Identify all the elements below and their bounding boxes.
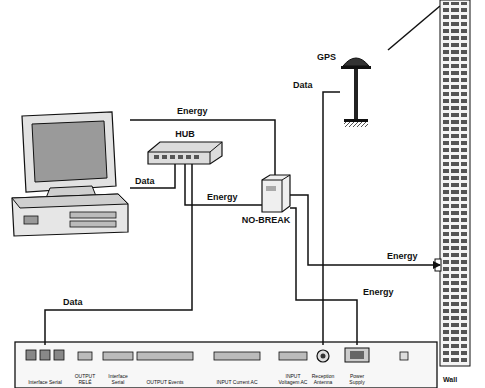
port-label: INPUT Voltagem AC <box>277 373 309 385</box>
ups-box: NO-BREAK <box>262 175 290 212</box>
device-label: NO-BREAK <box>232 215 300 225</box>
port-label: Power Supply <box>343 373 371 385</box>
gps-antenna <box>341 58 371 127</box>
port-label: INPUT Current AC <box>212 379 262 385</box>
port-label: OUTPUT Events <box>136 379 194 385</box>
roof-line <box>388 6 440 50</box>
cable-line <box>130 120 275 175</box>
cable-line <box>290 195 440 265</box>
port-box: Interface Serial <box>102 345 134 386</box>
port-label: Interface Serial <box>102 373 134 385</box>
cable-label: Data <box>134 176 156 186</box>
cable-line <box>290 208 357 345</box>
wall-box: Wall <box>440 0 472 384</box>
cable-label: Data <box>62 297 84 307</box>
cable-line <box>45 164 192 345</box>
hub-box: HUB <box>148 142 222 164</box>
port-box: OUTPUT RELÉ <box>73 345 97 386</box>
wall-bricks <box>443 2 467 364</box>
wall-body <box>440 0 470 366</box>
computer <box>12 112 128 236</box>
port-label: OUTPUT RELÉ <box>73 373 97 385</box>
cable-label: Energy <box>362 287 395 297</box>
cable-label: Energy <box>206 192 239 202</box>
cable-label: Energy <box>176 106 209 116</box>
port-box: INPUT Current AC <box>212 345 262 386</box>
port-label: Reception Antenna <box>311 373 335 385</box>
equipment-panel <box>15 342 437 388</box>
port-box: OUTPUT Events <box>136 345 194 386</box>
ups-device <box>262 175 290 212</box>
cable-label: Energy <box>386 251 419 261</box>
cable-line <box>130 164 175 188</box>
hub-device <box>148 142 222 164</box>
cable-line <box>185 164 262 205</box>
port-box: Reception Antenna <box>311 345 335 386</box>
port-box: Interface Serial <box>27 345 63 386</box>
cable-line <box>323 92 340 345</box>
port-box: INPUT Voltagem AC <box>277 345 309 386</box>
gps-box: GPS <box>340 52 372 128</box>
cable-label: Data <box>292 80 314 90</box>
device-label: HUB <box>128 129 242 139</box>
device-label: GPS <box>317 52 336 62</box>
computer <box>10 110 130 238</box>
device-label: Wall <box>443 376 457 384</box>
port-box: Power Supply <box>343 345 371 386</box>
port-label: Interface Serial <box>27 379 63 385</box>
